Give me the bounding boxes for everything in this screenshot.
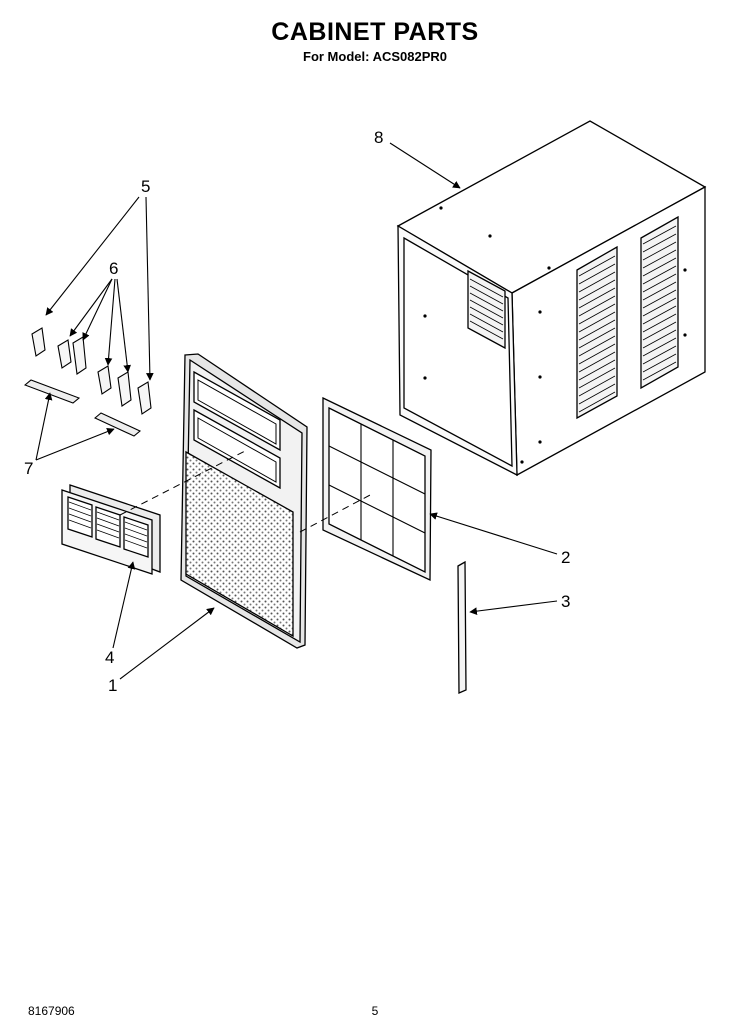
callout-4: 4 [105, 648, 114, 667]
page-title: CABINET PARTS [271, 18, 479, 46]
callout-8: 8 [374, 128, 383, 147]
callout-numbers: 8 5 6 7 2 3 4 1 [24, 128, 570, 695]
front-panel-mesh-grille [185, 450, 294, 638]
part-clips [31, 327, 152, 415]
callout-7: 7 [24, 459, 33, 478]
model-subtitle: For Model: ACS082PR0 [303, 49, 447, 64]
part-cabinet-wrapper [396, 120, 707, 477]
cabinet-louver-rear [640, 215, 679, 390]
page-number: 5 [371, 1004, 379, 1018]
cabinet-louver-left-side [467, 269, 506, 350]
callout-leaders [35, 142, 558, 680]
assembly-dashed-lines [119, 450, 373, 533]
part-brackets [23, 379, 142, 437]
part-louver-grille [61, 484, 161, 575]
callout-6: 6 [109, 259, 118, 278]
callout-2: 2 [561, 548, 570, 567]
callout-5: 5 [141, 177, 150, 196]
document-number: 8167906 [28, 1004, 75, 1018]
callout-1: 1 [108, 676, 117, 695]
cabinet-louver-front [576, 245, 618, 420]
part-trim-strip [457, 560, 467, 694]
part-front-panel [180, 353, 308, 649]
part-filter [322, 396, 432, 582]
callout-3: 3 [561, 592, 570, 611]
